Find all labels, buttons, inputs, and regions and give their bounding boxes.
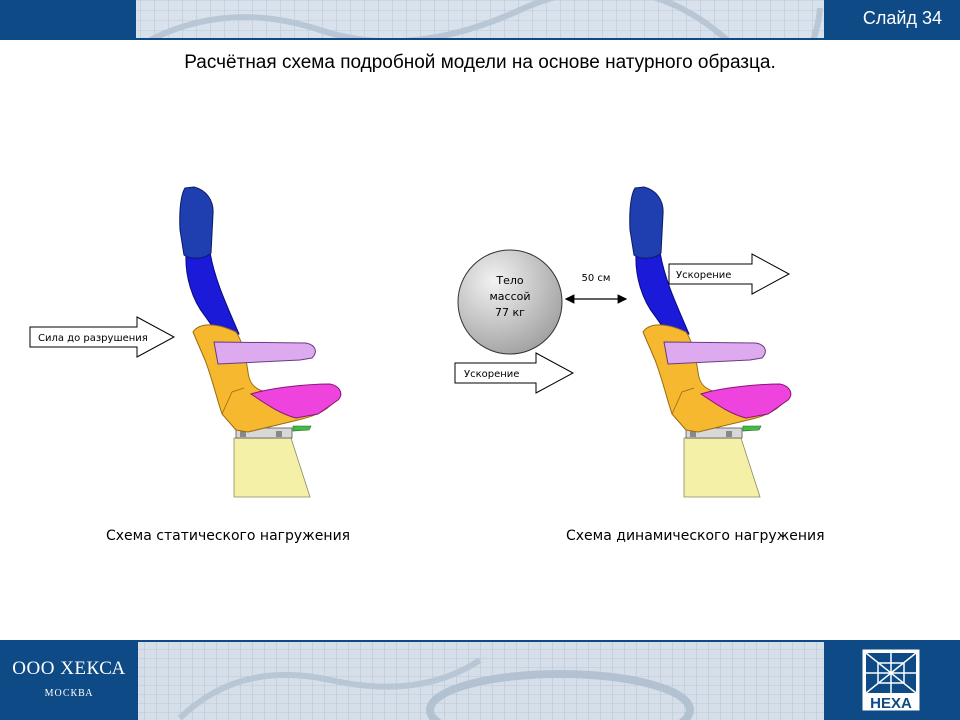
body-mass-ball: Тело массой 77 кг [457,249,563,355]
company-city: МОСКВА [44,688,94,699]
header-mesh-background [0,0,960,40]
static-scheme-caption: Схема статического нагружения [106,528,351,544]
distance-label: 50 см [582,273,611,284]
dynamic-seat-model [629,186,792,498]
acceleration-arrow-left: Ускорение [454,352,575,394]
force-label: Сила до разрушения [38,333,148,344]
slide-number: Слайд 34 [824,0,960,38]
body-label-line3: 77 кг [495,306,525,319]
logo-text: HEXA [870,695,912,712]
hexa-logo: HEXA [861,648,921,712]
acceleration-label-right: Ускорение [676,270,731,281]
force-arrow: Сила до разрушения [29,316,176,358]
header-band: Слайд 34 [0,0,960,40]
dynamic-scheme-caption: Схема динамического нагружения [566,528,825,544]
footer-mesh-background: HEXA [0,640,960,720]
slide-title: Расчётная схема подробной модели на осно… [184,52,776,73]
acceleration-label-left: Ускорение [464,369,519,380]
footer-band: HEXA [0,640,960,720]
acceleration-arrow-right: Ускорение [668,253,791,295]
loading-schemes-diagram: Сила до разрушения Тело массой 77 кг 50 … [29,186,792,498]
static-seat-model [179,186,342,498]
company-name: ООО ХЕКСА [12,658,126,679]
distance-indicator: 50 см [564,273,628,304]
body-label-line1: Тело [495,274,524,287]
body-label-line2: массой [489,290,530,303]
